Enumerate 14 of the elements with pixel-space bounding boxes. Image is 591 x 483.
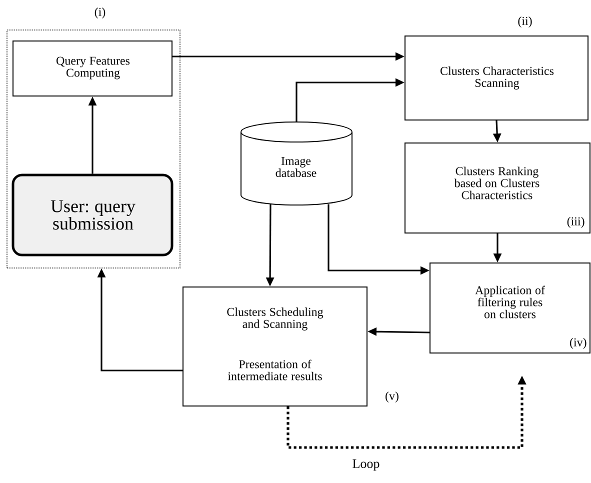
box-label: Application of filtering rules on clusters	[475, 286, 545, 318]
box-label: Clusters Characteristics Scanning	[440, 66, 554, 90]
box-label: User: query submission	[50, 200, 136, 230]
step-number: (ii)	[518, 16, 532, 28]
step-number: (iv)	[570, 338, 586, 349]
step-number: (v)	[386, 392, 398, 402]
box-label: Clusters Ranking based on Clusters Characteristics	[454, 166, 540, 200]
step-number: (iii)	[567, 216, 584, 228]
step-number: (i)	[94, 8, 106, 18]
box-label: Clusters Scheduling and Scanning	[227, 308, 324, 330]
edge-label: Loop	[351, 458, 381, 472]
box-label: Query Features Computing	[56, 56, 130, 80]
box-label: Image database	[276, 157, 316, 177]
box-label: Presentation of intermediate results	[228, 360, 322, 380]
